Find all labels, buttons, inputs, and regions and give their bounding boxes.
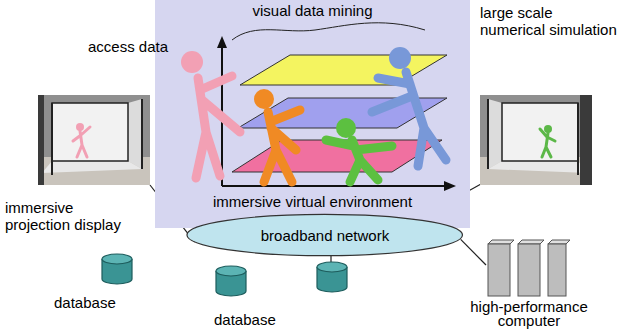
projection-display-photo	[38, 95, 150, 185]
computer-node: high-performance computer	[486, 238, 572, 298]
database-cylinder: database	[214, 264, 248, 298]
node-text: visual data mining	[155, 2, 470, 19]
annotation-label: access data	[88, 38, 168, 55]
database-cylinder	[315, 260, 349, 294]
node-text: high-performance computer	[459, 300, 599, 328]
projection-display-photo	[480, 95, 592, 185]
node-text: immersive projection display	[5, 199, 130, 233]
database-cylinder	[214, 264, 248, 298]
network-link	[461, 239, 486, 265]
projection-display: immersive projection display	[38, 95, 150, 185]
node-text: immersive virtual environment	[155, 193, 470, 210]
database-cylinder: database	[100, 252, 134, 286]
node-text: database	[214, 311, 276, 328]
computer-towers	[486, 238, 572, 298]
node-text: broadband network	[185, 227, 464, 244]
database-cylinder	[100, 252, 134, 286]
visualization-panel: visual data mining immersive virtual envi…	[155, 0, 470, 228]
node-text: database	[54, 294, 116, 311]
network-ellipse: broadband network	[185, 213, 464, 257]
annotation-label: large scale numerical simulation	[480, 4, 620, 38]
